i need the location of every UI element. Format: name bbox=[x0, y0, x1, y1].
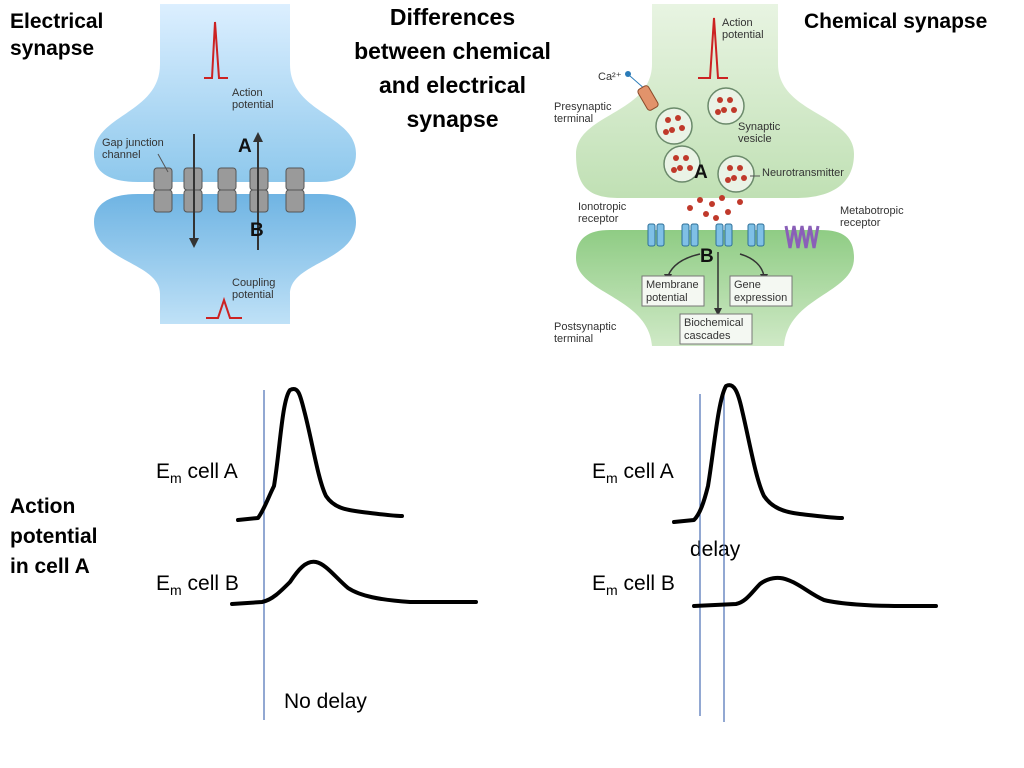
postsynaptic-cell bbox=[94, 194, 356, 324]
no-delay-label: No delay bbox=[284, 690, 367, 713]
postsynaptic-label-2: terminal bbox=[554, 333, 593, 345]
cell-a-marker: A bbox=[238, 136, 252, 157]
action-potential-trace bbox=[698, 17, 728, 79]
membrane-potential-traces bbox=[230, 383, 938, 722]
membrane-potential-label-2: potential bbox=[646, 292, 688, 304]
action-potential-label-2: potential bbox=[722, 29, 764, 41]
presynaptic-label-2: terminal bbox=[554, 113, 593, 125]
em-cell-a-label-chemical: Em cell A bbox=[592, 460, 674, 487]
action-potential-label-1: Action bbox=[722, 17, 753, 29]
gap-junction-label-2: channel bbox=[102, 149, 141, 161]
synaptic-vesicle-label-2: vesicle bbox=[738, 133, 772, 145]
electrical-synapse-title: Electrical synapse bbox=[10, 10, 104, 60]
cell-b-marker: B bbox=[250, 220, 264, 241]
postsynaptic-terminal bbox=[576, 230, 854, 346]
membrane-potential-label-1: Membrane bbox=[646, 279, 699, 291]
synaptic-vesicle-label-1: Synaptic bbox=[738, 121, 781, 133]
calcium-label: Ca²⁺ bbox=[598, 71, 622, 83]
gap-junction-channels bbox=[153, 167, 305, 213]
electrical-cell-b-trace bbox=[230, 559, 478, 606]
em-cell-b-label-chemical: Em cell B bbox=[592, 572, 675, 599]
action-potential-row-label: Action potential in cell A bbox=[10, 495, 98, 578]
cell-a-marker: A bbox=[694, 162, 708, 183]
gap-junction-label-1: Gap junction bbox=[102, 137, 164, 149]
action-potential-label-1: Action bbox=[232, 87, 263, 99]
delay-label: delay bbox=[690, 538, 741, 561]
em-cell-a-label-electrical: Em cell A bbox=[156, 460, 238, 487]
action-potential-label-2: potential bbox=[232, 99, 274, 111]
ionotropic-label-2: receptor bbox=[578, 213, 619, 225]
ionotropic-label-1: Ionotropic bbox=[578, 201, 627, 213]
biochemical-label-2: cascades bbox=[684, 330, 731, 342]
coupling-potential-label-2: potential bbox=[232, 289, 274, 301]
ionotropic-receptors bbox=[647, 223, 765, 247]
action-potential-trace bbox=[204, 21, 228, 79]
biochemical-label-1: Biochemical bbox=[684, 317, 743, 329]
electrical-cell-a-trace bbox=[236, 387, 404, 522]
presynaptic-label-1: Presynaptic bbox=[554, 101, 612, 113]
chemical-cell-b-trace bbox=[692, 575, 938, 608]
chemical-synapse-title: Chemical synapse bbox=[804, 10, 988, 33]
synaptic-vesicles bbox=[655, 87, 755, 193]
coupling-potential-label-1: Coupling bbox=[232, 277, 275, 289]
gene-expression-label-2: expression bbox=[734, 292, 787, 304]
postsynaptic-label-1: Postsynaptic bbox=[554, 321, 617, 333]
metabotropic-label-2: receptor bbox=[840, 217, 881, 229]
cell-b-marker: B bbox=[700, 246, 714, 267]
gene-expression-label-1: Gene bbox=[734, 279, 761, 291]
metabotropic-label-1: Metabotropic bbox=[840, 205, 904, 217]
presynaptic-cell bbox=[94, 4, 356, 182]
electrical-synapse-diagram: Action potential Gap junction channel A … bbox=[94, 4, 356, 324]
metabotropic-receptor bbox=[784, 225, 820, 249]
coupling-potential-trace bbox=[206, 296, 242, 319]
chemical-cell-a-trace bbox=[672, 383, 844, 524]
neurotransmitter-label: Neurotransmitter bbox=[762, 167, 844, 179]
chemical-synapse-diagram: Action potential Ca²⁺ Presynaptic termin… bbox=[554, 4, 904, 346]
em-cell-b-label-electrical: Em cell B bbox=[156, 572, 239, 599]
page-title: Differences between chemical and electri… bbox=[354, 4, 551, 132]
